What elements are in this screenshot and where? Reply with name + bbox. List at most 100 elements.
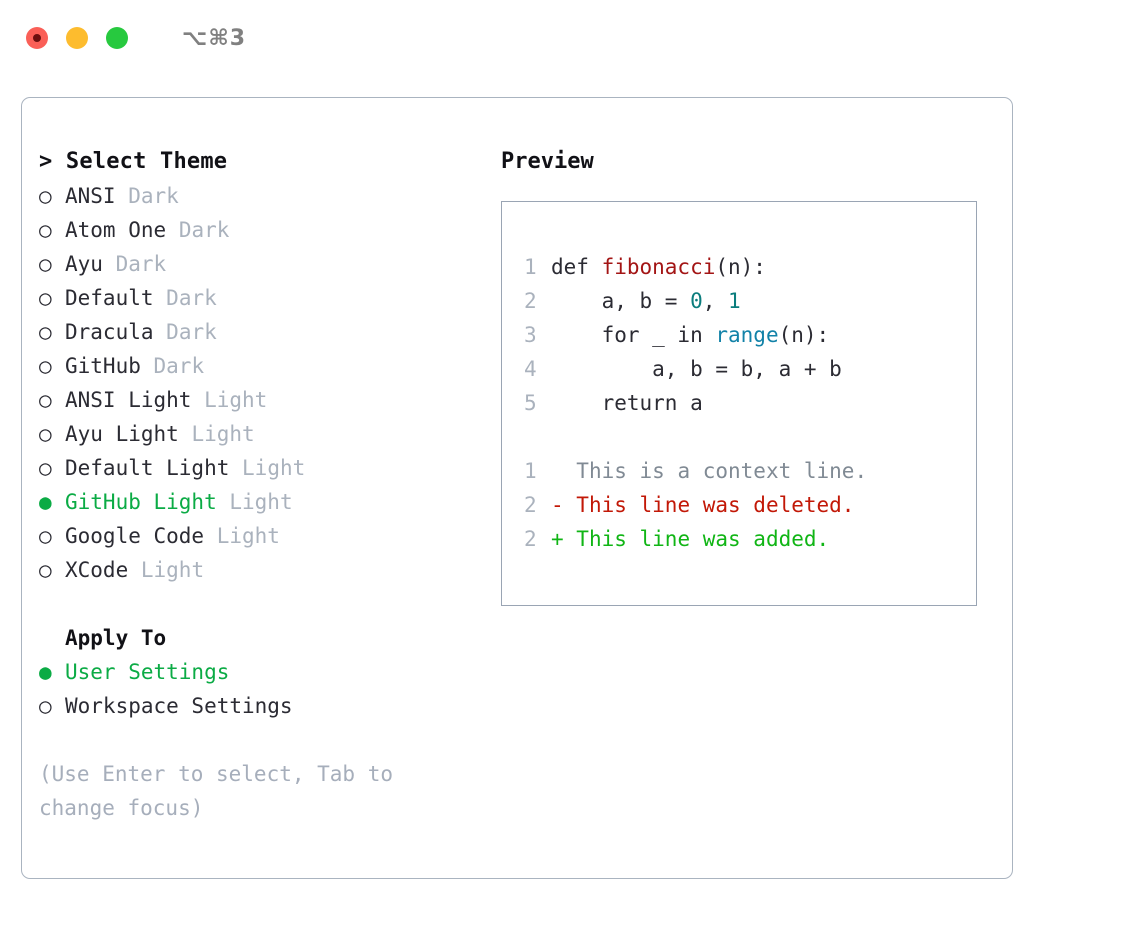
code-token: for _ in (551, 323, 716, 347)
radio-unselected-icon[interactable]: ○ (39, 456, 52, 480)
code-line: 4 a, b = b, a + b (524, 352, 976, 386)
main-panel: > Select Theme ○ANSI Dark○Atom One Dark○… (21, 97, 1013, 879)
spacer (128, 553, 141, 587)
diff-sample: 1 This is a context line. 2- This line wa… (524, 454, 976, 556)
select-theme-header: > Select Theme (39, 145, 489, 179)
spacer (204, 519, 217, 553)
theme-kind-label: Dark (166, 286, 217, 310)
radio-unselected-icon[interactable]: ○ (39, 524, 52, 548)
diff-marker: + (551, 527, 577, 551)
code-token: (n): (715, 255, 766, 279)
radio-selected-icon[interactable]: ● (39, 490, 52, 514)
theme-list-item[interactable]: ○ANSI Light Light (39, 383, 489, 417)
radio-unselected-icon[interactable]: ○ (39, 252, 52, 276)
line-number: 1 (524, 459, 537, 483)
theme-list-item[interactable]: ○ Default Light Light (39, 451, 489, 485)
line-number: 2 (524, 493, 537, 517)
code-token: , (702, 289, 729, 313)
theme-list-item[interactable]: ○ Ayu Dark (39, 247, 489, 281)
theme-list-item[interactable]: ○ XCode Light (39, 553, 489, 587)
radio-unselected-icon[interactable]: ○ (39, 422, 52, 446)
radio-unselected-icon[interactable]: ○ (39, 218, 52, 242)
code-token: a, b = b, a + b (551, 357, 842, 381)
spacer (229, 451, 242, 485)
radio-unselected-icon[interactable]: ○ (39, 286, 52, 310)
theme-kind-label: Light (229, 490, 293, 514)
radio-unselected-icon[interactable]: ○ (39, 694, 52, 718)
theme-name: Default Light (65, 456, 230, 480)
theme-kind-label: Light (242, 456, 306, 480)
spacer (217, 485, 230, 519)
theme-kind-label: Dark (128, 184, 179, 208)
radio-unselected-icon[interactable]: ○ (39, 184, 52, 208)
diff-line: 2 + This line was added. (524, 522, 976, 556)
theme-name: Dracula (65, 320, 154, 344)
line-number: 3 (524, 323, 537, 347)
list-spacer (39, 587, 489, 621)
prompt-caret: > (39, 149, 66, 174)
theme-list-item[interactable]: ○Dracula Dark (39, 315, 489, 349)
radio-unselected-icon[interactable]: ○ (39, 388, 52, 412)
keyboard-hint-text: (Use Enter to select, Tab to change focu… (39, 762, 394, 820)
theme-list-item[interactable]: ○GitHub Dark (39, 349, 489, 383)
diff-marker: - (551, 493, 577, 517)
apply-to-option[interactable]: ● User Settings (39, 655, 489, 689)
theme-kind-label: Light (140, 558, 205, 582)
apply-to-option[interactable]: ○ Workspace Settings (39, 689, 489, 723)
code-diff-spacer (524, 420, 976, 454)
radio-unselected-icon[interactable]: ○ (39, 320, 52, 344)
spacer (179, 417, 192, 451)
code-token: return a (551, 391, 703, 415)
apply-to-label: Workspace Settings (65, 694, 293, 718)
theme-list-item[interactable]: ○ ANSI Dark (39, 179, 489, 213)
radio-selected-icon[interactable]: ● (39, 660, 52, 684)
radio-unselected-icon[interactable]: ○ (39, 558, 52, 582)
line-number: 2 (524, 527, 537, 551)
window-controls (26, 27, 128, 49)
theme-name: Default (65, 286, 154, 310)
theme-name: Ayu Light (65, 422, 179, 446)
keyboard-shortcut-label: ⌥⌘3 (182, 25, 247, 51)
diff-marker (551, 454, 576, 488)
theme-list-item[interactable]: ○Atom One Dark (39, 213, 489, 247)
apply-to-header: Apply To (65, 626, 167, 650)
diff-text: This line was added. (576, 527, 830, 551)
theme-list-item[interactable]: ○ Ayu Light Light (39, 417, 489, 451)
code-line: 2 a, b = 0, 1 (524, 284, 976, 318)
apply-to-label: User Settings (65, 660, 230, 684)
preview-header: Preview (501, 149, 594, 174)
code-token: def (551, 255, 602, 279)
minimize-button[interactable] (66, 27, 88, 49)
diff-text: This is a context line. (576, 459, 868, 483)
theme-name: ANSI (65, 184, 116, 208)
spacer (103, 247, 116, 281)
diff-text: This line was deleted. (576, 493, 855, 517)
theme-kind-label: Dark (178, 218, 230, 242)
theme-name: XCode (65, 558, 129, 582)
radio-unselected-icon[interactable]: ○ (39, 354, 52, 378)
theme-kind-label: Light (191, 422, 255, 446)
theme-list-item[interactable]: ● GitHub Light Light (39, 485, 489, 519)
theme-list: ○ANSI Dark○Atom One Dark○Ayu Dark○Defaul… (39, 179, 489, 587)
close-button[interactable] (26, 27, 48, 49)
apply-to-list: ● User Settings ○ Workspace Settings (39, 655, 489, 723)
theme-name: Google Code (65, 524, 205, 548)
code-line: 5 return a (524, 386, 976, 420)
theme-list-item[interactable]: ○Google Code Light (39, 519, 489, 553)
maximize-button[interactable] (106, 27, 128, 49)
theme-list-item[interactable]: ○ Default Dark (39, 281, 489, 315)
theme-name: GitHub (65, 354, 141, 378)
line-number: 4 (524, 357, 537, 381)
spacer (154, 281, 167, 315)
theme-selector-column: > Select Theme ○ANSI Dark○Atom One Dark○… (39, 145, 489, 825)
diff-line: 1 This is a context line. (524, 454, 976, 488)
theme-name: Ayu (65, 252, 103, 276)
code-token: (n): (778, 323, 830, 347)
theme-kind-label: Dark (115, 252, 167, 276)
theme-name: GitHub Light (65, 490, 217, 514)
spacer (191, 383, 204, 417)
